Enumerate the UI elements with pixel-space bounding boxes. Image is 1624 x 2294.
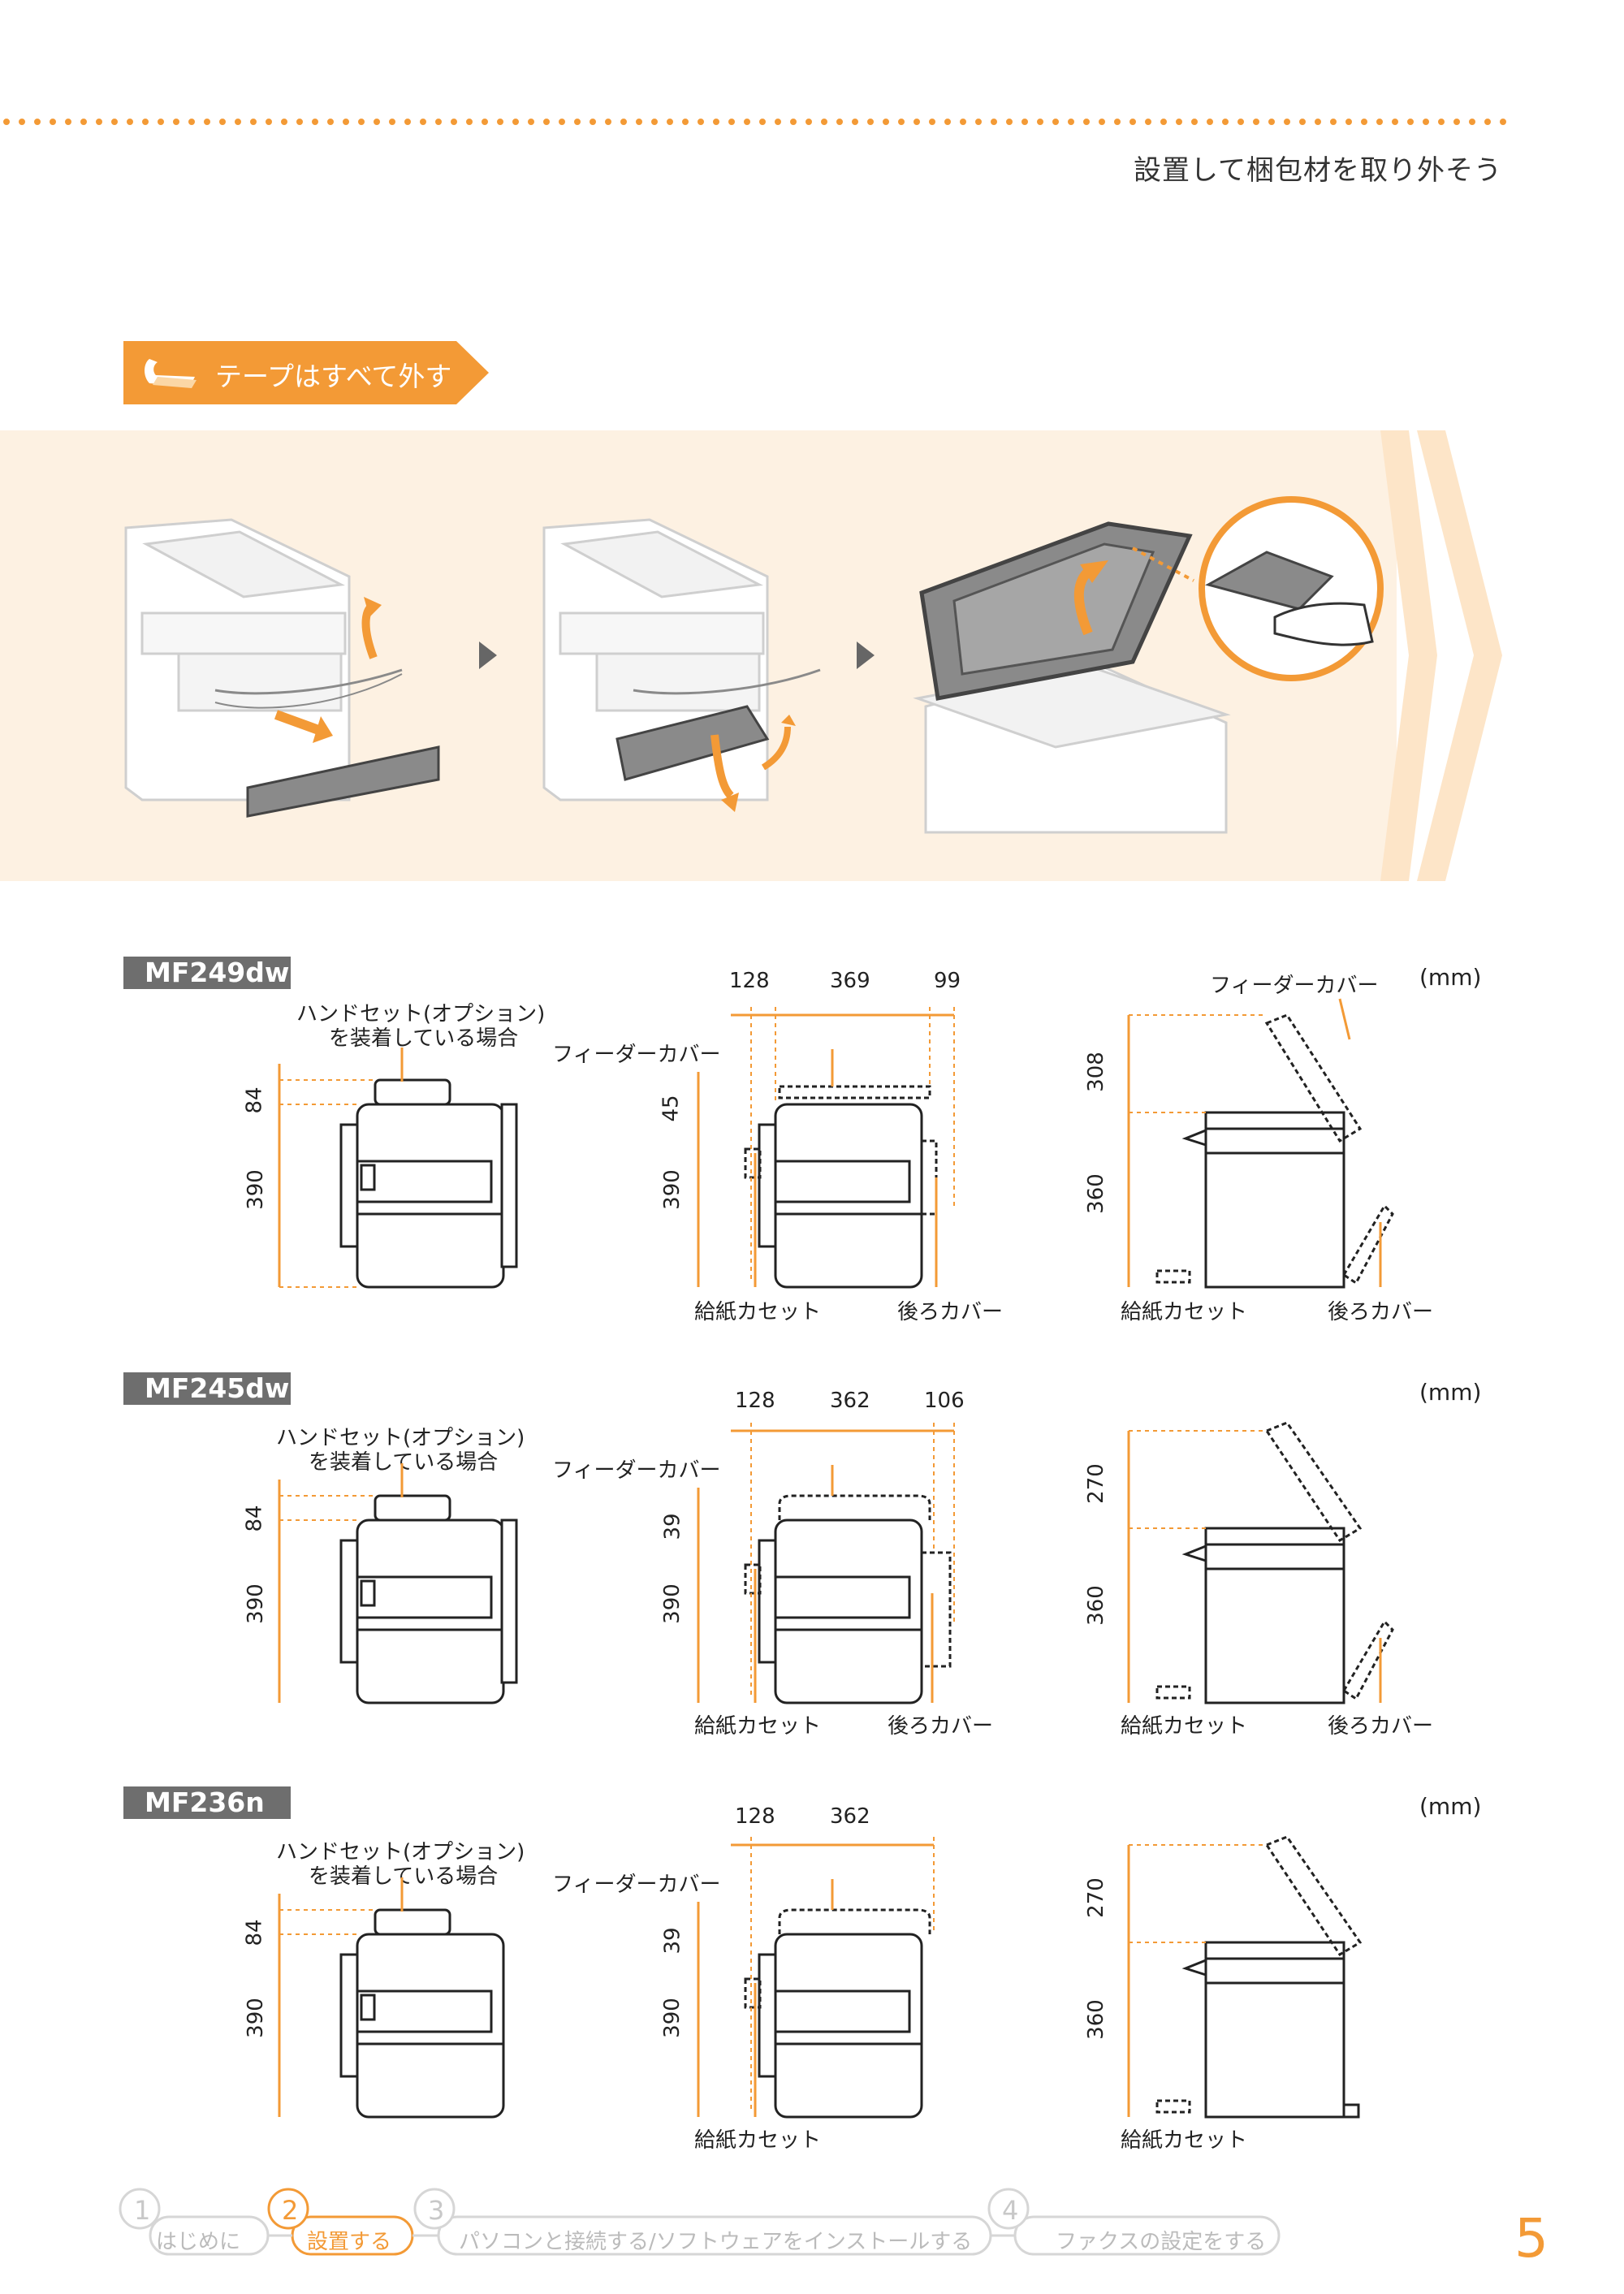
rear-cover-label: 後ろカバー — [888, 1714, 994, 1739]
page-number: 5 — [1514, 2207, 1548, 2270]
model-badge-mf249dw: MF249dw — [123, 957, 291, 989]
side-cassette-label: 給紙カセット — [1121, 1714, 1248, 1739]
side-rear-cover-label: 後ろカバー — [1328, 1300, 1434, 1324]
step-2-number: 2 — [282, 2195, 299, 2226]
top-w1-dim: 128 — [735, 1804, 775, 1829]
handset-label-1: ハンドセット(オプション) — [276, 1426, 525, 1450]
feeder-cover-label: フィーダーカバー — [552, 1043, 721, 1067]
feeder-cover-label: フィーダーカバー — [552, 1458, 721, 1483]
units-label: (mm) — [1419, 964, 1482, 991]
top-w1-dim: 128 — [729, 969, 770, 993]
illustration-band — [0, 430, 1502, 881]
side-rear-cover-label: 後ろカバー — [1328, 1714, 1434, 1739]
page-title: 設置して梱包材を取り外そう — [1134, 154, 1502, 187]
printer-step3-illustration — [913, 496, 1384, 834]
next-arrow-icon — [479, 642, 497, 669]
tape-section-label: テープはすべて外す — [215, 361, 452, 392]
footer-step-nav — [119, 2188, 1281, 2256]
rear-cover-label: 後ろカバー — [897, 1300, 1004, 1324]
step-4-number: 4 — [1002, 2195, 1019, 2226]
cassette-label: 給紙カセット — [694, 1300, 822, 1324]
units-label: (mm) — [1419, 1379, 1482, 1406]
cassette-tray-illustration — [246, 745, 440, 818]
tape-banner — [123, 341, 489, 404]
handset-label-1: ハンドセット(オプション) — [296, 1002, 546, 1026]
handset-label-2: を装着している場合 — [309, 1864, 499, 1889]
feeder-cover-label: フィーダーカバー — [552, 1873, 721, 1897]
step-2-label[interactable]: 設置する — [307, 2230, 392, 2254]
units-label: (mm) — [1419, 1793, 1482, 1820]
cassette-label: 給紙カセット — [694, 2128, 822, 2153]
printer-step1-illustration — [124, 518, 351, 801]
step-3-number: 3 — [428, 2195, 445, 2226]
top-w3-dim: 99 — [934, 969, 961, 993]
step-1-label[interactable]: はじめに — [156, 2230, 241, 2254]
side-cassette-label: 給紙カセット — [1121, 2128, 1248, 2153]
top-w1-dim: 128 — [735, 1389, 775, 1413]
model-badge-mf236n: MF236n — [123, 1786, 291, 1819]
handset-label-1: ハンドセット(オプション) — [276, 1840, 525, 1864]
tape-icon — [145, 359, 197, 388]
side-cassette-label: 給紙カセット — [1121, 1300, 1248, 1324]
handset-label-2: を装着している場合 — [329, 1026, 519, 1051]
model-badge-mf245dw: MF245dw — [123, 1372, 291, 1405]
step-3-label[interactable]: パソコンと接続する/ソフトウェアをインストールする — [459, 2230, 973, 2254]
next-arrow-icon-2 — [857, 642, 875, 669]
top-w2-dim: 362 — [830, 1804, 870, 1829]
top-w2-dim: 362 — [830, 1389, 870, 1413]
handset-label-2: を装着している場合 — [309, 1450, 499, 1475]
step-4-label[interactable]: ファクスの設定をする — [1056, 2230, 1267, 2254]
top-w2-dim: 369 — [830, 969, 870, 993]
side-feeder-cover-label: フィーダーカバー — [1210, 974, 1379, 998]
step-1-number: 1 — [134, 2195, 151, 2226]
rear-cover-illustration — [615, 705, 770, 781]
top-w3-dim: 106 — [924, 1389, 965, 1413]
cassette-label: 給紙カセット — [694, 1714, 822, 1739]
